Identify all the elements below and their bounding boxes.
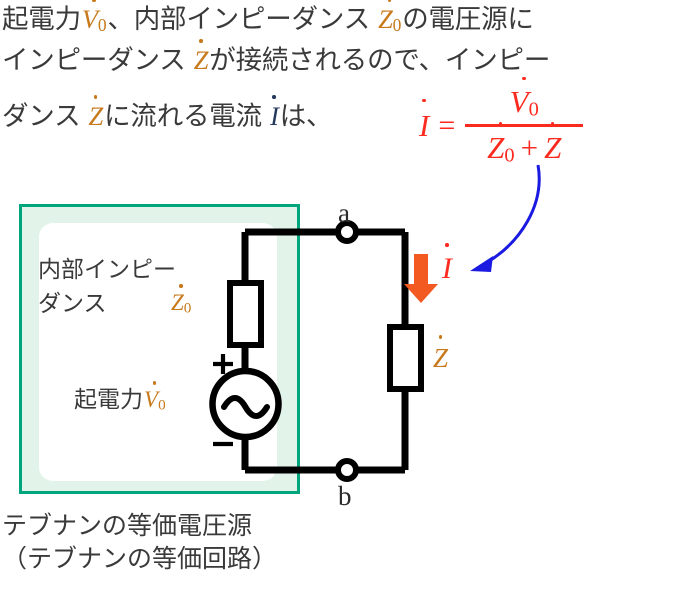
explanation-line1-suffix: の電圧源に bbox=[402, 4, 534, 34]
z0-subscript: 0 bbox=[183, 299, 192, 317]
terminal-node-a bbox=[335, 220, 359, 244]
z0-symbol-label: Z0 bbox=[170, 284, 192, 317]
z0-variable: Z0 bbox=[170, 284, 192, 317]
load-z-variable: Z bbox=[432, 334, 449, 374]
formula-numerator-var: V0 bbox=[509, 76, 540, 121]
overdot-icon bbox=[93, 95, 98, 99]
terminal-label-b: b bbox=[338, 481, 352, 511]
z-variable-letter: Z bbox=[193, 45, 209, 75]
terminal-label-a: a bbox=[338, 198, 350, 228]
explanation-line-3: ダンス Zに流れる電流 Iは、 bbox=[2, 95, 333, 131]
formula-numerator-subscript: 0 bbox=[528, 98, 539, 121]
internal-impedance-symbol bbox=[227, 280, 264, 348]
emf-variable: V0 bbox=[143, 381, 167, 414]
formula-lhs-letter: I bbox=[419, 107, 430, 143]
overdot-icon bbox=[422, 98, 426, 103]
explanation-line1-middle: 、内部インピーダンス bbox=[107, 4, 378, 34]
current-variable-letter: I bbox=[270, 101, 279, 131]
current-direction-arrow bbox=[404, 254, 438, 303]
load-impedance-symbol bbox=[387, 324, 424, 392]
formula-den-right-var: Z bbox=[543, 122, 562, 165]
explanation-line2-suffix: が接続されるので、インピー bbox=[209, 45, 551, 75]
z0-variable-subscript: 0 bbox=[392, 15, 402, 36]
formula-plus-sign: + bbox=[520, 129, 539, 165]
load-z-letter: Z bbox=[433, 343, 449, 373]
formula-den-left-var: Z0 bbox=[486, 122, 515, 167]
emf-subscript: 0 bbox=[158, 396, 166, 414]
overdot-icon bbox=[92, 0, 96, 2]
explanation-line3-suffix: は、 bbox=[279, 101, 333, 131]
explanation-line-2: インピーダンス Zが接続されるので、インピー bbox=[2, 39, 551, 75]
overdot-icon bbox=[272, 95, 276, 99]
overdot-icon bbox=[199, 39, 203, 43]
callout-arrow bbox=[470, 164, 541, 272]
emf-letter: V bbox=[144, 387, 159, 412]
terminal-node-b bbox=[335, 458, 359, 482]
emf-variable-inline: V0 bbox=[81, 0, 108, 36]
current-label: I bbox=[441, 243, 453, 286]
overdot-icon bbox=[522, 76, 526, 81]
explanation-line2-prefix: インピーダンス bbox=[2, 45, 193, 75]
formula-numerator: V0 bbox=[501, 76, 548, 124]
overdot-icon bbox=[550, 122, 555, 127]
z-variable-inline: Z bbox=[193, 39, 210, 75]
current-variable: I bbox=[441, 243, 453, 286]
overdot-icon bbox=[387, 0, 392, 2]
load-impedance-label: Z bbox=[432, 334, 449, 374]
explanation-line3-prefix: ダンス bbox=[2, 101, 88, 131]
formula-fraction-bar bbox=[465, 124, 584, 127]
current-formula: I = V0 Z0+Z bbox=[418, 76, 584, 167]
overdot-icon bbox=[438, 334, 443, 339]
formula-lhs: I bbox=[418, 98, 430, 144]
overdot-icon bbox=[445, 243, 449, 247]
overdot-icon bbox=[179, 284, 183, 288]
plus-sign-icon bbox=[213, 354, 233, 374]
formula-denominator: Z0+Z bbox=[478, 122, 570, 167]
z0-variable-inline: Z0 bbox=[377, 0, 402, 36]
explanation-line3-middle: に流れる電流 bbox=[104, 101, 270, 131]
z0-variable-letter: Z bbox=[378, 4, 393, 34]
z0-letter: Z bbox=[171, 290, 184, 315]
emf-variable-subscript: 0 bbox=[97, 15, 107, 36]
current-letter: I bbox=[442, 252, 452, 285]
thevenin-source-region bbox=[19, 204, 300, 494]
formula-numerator-letter: V bbox=[509, 84, 529, 119]
explanation-line1-prefix: 起電力 bbox=[2, 4, 81, 34]
overdot-icon bbox=[498, 122, 503, 127]
formula-den-right-letter: Z bbox=[544, 129, 562, 165]
emf-label-text: 起電力 bbox=[74, 386, 143, 412]
overdot-icon bbox=[152, 381, 157, 385]
internal-impedance-label-line1: 内部インピー bbox=[38, 256, 176, 282]
current-variable-inline: I bbox=[269, 95, 280, 131]
formula-den-left-subscript: 0 bbox=[504, 144, 515, 167]
formula-den-left-letter: Z bbox=[487, 129, 505, 165]
internal-impedance-label-line2: ダンス bbox=[38, 290, 107, 316]
figure-caption: テブナンの等価電圧源 （テブナンの等価回路） bbox=[2, 512, 278, 573]
formula-equals-sign: = bbox=[438, 108, 456, 142]
z-variable-letter-2: Z bbox=[88, 101, 104, 131]
z-variable-inline-2: Z bbox=[88, 95, 105, 131]
sine-wave-icon bbox=[221, 395, 270, 419]
formula-fraction: V0 Z0+Z bbox=[465, 76, 584, 167]
emf-variable-letter: V bbox=[81, 4, 98, 34]
